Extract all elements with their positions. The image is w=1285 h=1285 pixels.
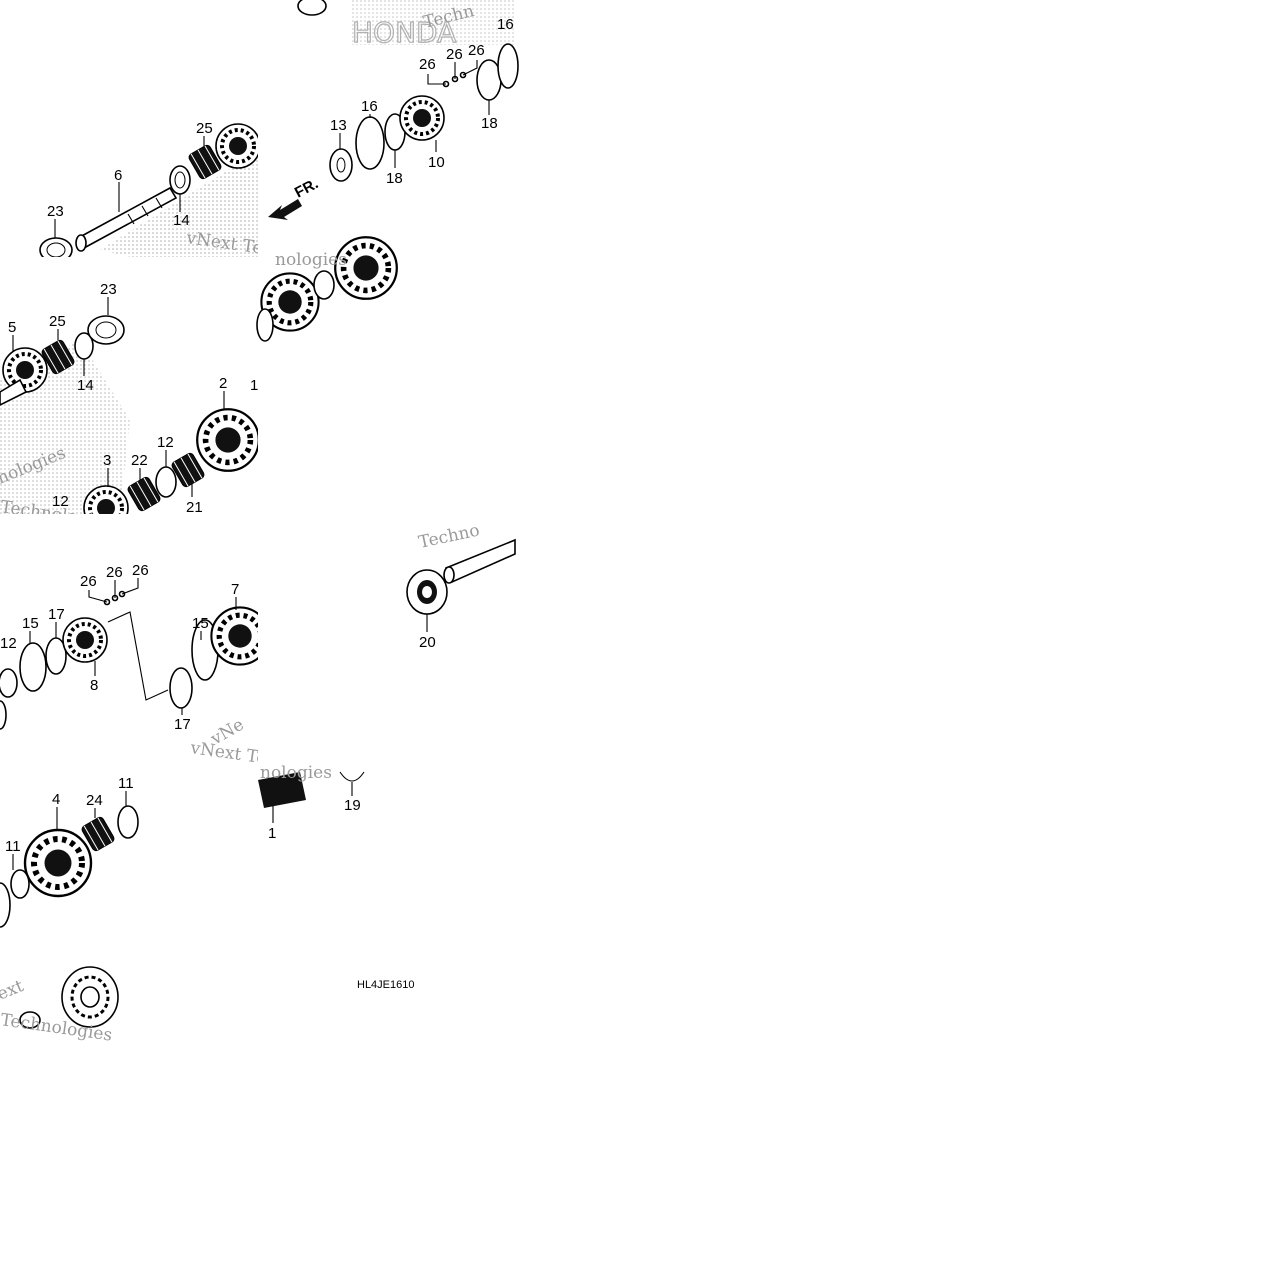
thrust-washer-part (10, 869, 30, 899)
snap-ring-part (19, 642, 47, 692)
panel-output-shaft: Techno 20 (258, 514, 516, 771)
ball-bearing-part (406, 569, 448, 615)
callout-15: 15 (192, 615, 209, 632)
drawing-code: HL4JE1610 (357, 979, 415, 991)
watermark-text: nologies (275, 250, 347, 270)
thrust-washer-part (329, 148, 353, 182)
callout-21: 21 (186, 499, 203, 516)
callout-5: 5 (8, 319, 16, 336)
callout-26: 26 (106, 564, 123, 581)
callout-25: 25 (49, 313, 66, 330)
callout-26: 26 (132, 562, 149, 579)
callout-18: 18 (481, 115, 498, 132)
thrust-washer-part (0, 668, 18, 698)
callout-14: 14 (77, 377, 94, 394)
callout-24: 24 (86, 792, 103, 809)
panel-shift-fork-area: nologies (256, 237, 515, 514)
callout-22: 22 (131, 452, 148, 469)
callout-12: 12 (157, 434, 174, 451)
gear-part (197, 409, 259, 471)
callout-17: 17 (174, 716, 191, 733)
callout-16: 16 (361, 98, 378, 115)
needle-bearing-part (87, 315, 125, 345)
callout-8: 8 (90, 677, 98, 694)
callout-11: 11 (118, 775, 134, 792)
watermark-text: nologies (260, 763, 332, 783)
callout-7: 7 (231, 581, 239, 598)
callout-25: 25 (196, 120, 213, 137)
callout-16: 16 (497, 16, 514, 33)
callout-1x: 1 (250, 377, 258, 394)
callout-26: 26 (419, 56, 436, 73)
callout-3: 3 (103, 452, 111, 469)
callout-11: 11 (5, 838, 21, 855)
callout-26: 26 (446, 46, 463, 63)
thrust-washer-part (155, 466, 177, 498)
snap-ring-part (355, 116, 385, 170)
callout-12: 12 (52, 493, 69, 510)
callout-6: 6 (114, 167, 122, 184)
callout-4: 4 (52, 791, 60, 808)
mainshaft-part (258, 772, 306, 808)
callout-26: 26 (468, 42, 485, 59)
panel-mainshaft-top: HONDA Techn FR. 16 26 26 26 16 13 18 1 (258, 0, 519, 257)
ball-bearing-part (61, 966, 119, 1028)
callout-14: 14 (173, 212, 190, 229)
brand-watermark: HONDA (352, 16, 456, 49)
spline-collar-part (398, 94, 446, 142)
callout-15: 15 (22, 615, 39, 632)
o-ring-part (169, 667, 193, 709)
callout-17: 17 (48, 606, 65, 623)
gear-part (25, 830, 91, 896)
callout-10: 10 (428, 154, 445, 171)
callout-19: 19 (344, 797, 361, 814)
panel-gears-bottom: 4 24 11 11 ext Technologies (0, 771, 258, 1046)
callout-13: 13 (330, 117, 347, 134)
callout-26: 26 (80, 573, 97, 590)
thrust-washer-part (117, 805, 139, 839)
panel-countershaft: 25 6 23 14 vNext Tec (0, 0, 273, 263)
o-ring-part (256, 308, 274, 342)
callout-2: 2 (219, 375, 227, 392)
panel-shaft-bottom: nologies 1 19 HL4JE1610 (258, 763, 515, 1028)
callout-23: 23 (47, 203, 64, 220)
callout-1: 1 (268, 825, 276, 842)
callout-18: 18 (386, 170, 403, 187)
panel-gears-middle: 5 25 23 14 2 1 12 3 22 21 12 nologies Te… (0, 257, 259, 533)
thrust-washer-part (313, 270, 335, 300)
snap-ring-part (497, 43, 519, 89)
callout-23: 23 (100, 281, 117, 298)
panel-mainshaft-lower: 26 26 26 17 15 12 8 7 15 17 vNext Tec vN… (0, 514, 277, 771)
countershaft-part (75, 186, 178, 252)
spline-collar-part (61, 616, 109, 664)
gear-part (214, 122, 262, 170)
callout-20: 20 (419, 634, 436, 651)
thrust-washer-part (169, 165, 191, 195)
callout-12: 12 (0, 635, 17, 652)
